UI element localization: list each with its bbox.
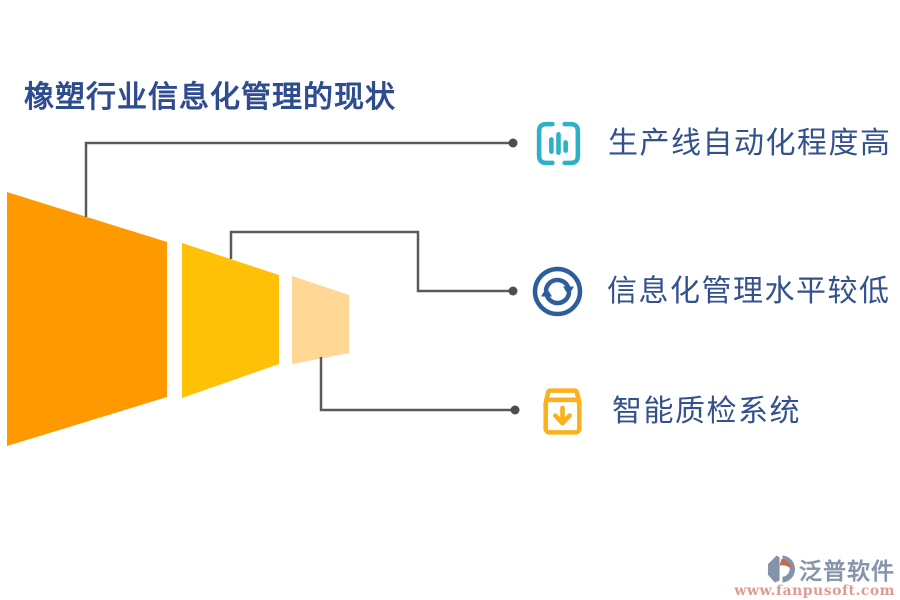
bar-chart-icon xyxy=(532,117,585,170)
box-download-icon xyxy=(536,385,589,438)
item-label: 生产线自动化程度高 xyxy=(608,125,892,161)
item-label: 信息化管理水平较低 xyxy=(607,273,891,309)
connector-dot-3 xyxy=(510,405,520,415)
item-production-automation: 生产线自动化程度高 xyxy=(532,117,892,170)
item-quality-inspection: 智能质检系统 xyxy=(536,385,801,438)
connector-line-3 xyxy=(319,357,513,412)
item-label: 智能质检系统 xyxy=(612,393,801,429)
sync-icon xyxy=(531,265,584,318)
funnel-segment-medium xyxy=(182,243,279,398)
brand-url: www.fanpusoft.com xyxy=(734,583,895,599)
brand-name: 泛普软件 xyxy=(799,558,895,585)
brand-logo-icon xyxy=(767,554,796,584)
funnel-segment-large xyxy=(7,192,167,446)
connector-line-1 xyxy=(84,141,511,217)
connector-dot-2 xyxy=(508,286,518,296)
connector-dot-1 xyxy=(508,138,518,148)
brand-footer: 泛普软件 www.fanpusoft.com xyxy=(734,552,895,599)
page-title: 橡塑行业信息化管理的现状 xyxy=(24,80,396,115)
connector-line-2 xyxy=(229,230,511,293)
funnel-segment-small xyxy=(292,276,349,364)
brand-row: 泛普软件 xyxy=(734,552,895,586)
item-info-management: 信息化管理水平较低 xyxy=(531,265,891,318)
